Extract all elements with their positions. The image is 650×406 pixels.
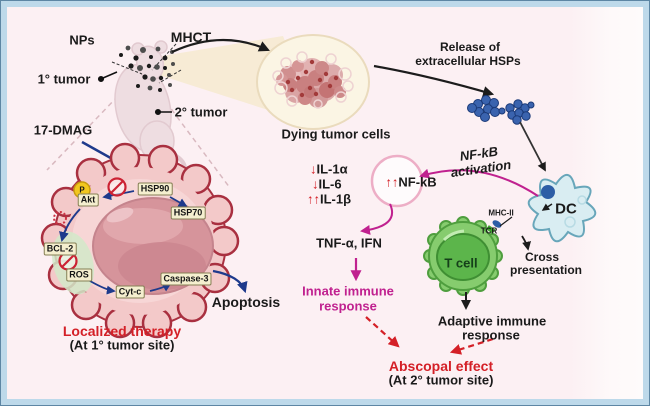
- il1a-text: IL-1α: [316, 161, 348, 177]
- nanoparticles-icon: [111, 43, 182, 92]
- il1a-label: ↓IL-1α: [310, 161, 348, 178]
- ros-badge: ROS: [66, 268, 92, 282]
- mhc-tcr-interface: [486, 216, 513, 234]
- nfkb-text: NF-kB: [398, 174, 437, 190]
- abscopal-label-line1: Abscopal effect: [388, 357, 494, 374]
- localized-label-line1: Localized therapy: [62, 322, 182, 339]
- dc-cell: [527, 174, 597, 243]
- abscopal-label-line2: (At 2° tumor site): [388, 372, 494, 388]
- magnification-cone-lines: [46, 95, 231, 189]
- cross-label-line1: Cross: [524, 250, 560, 265]
- hsp70-badge: HSP70: [170, 206, 206, 220]
- adaptive-label-line2: response: [462, 327, 520, 343]
- secondary-tumor-pointer: [154, 108, 172, 116]
- dying-tumor-cells-circle: [256, 34, 370, 130]
- apoptosis-label: Apoptosis: [211, 293, 281, 310]
- up-arrows-icon: ↑↑: [307, 191, 320, 207]
- primary-tumor-pointer: [97, 71, 118, 83]
- tcr-label: TCR: [480, 226, 498, 236]
- nps-label: NPs: [69, 32, 95, 48]
- primary-tumor-label: 1° tumor: [37, 71, 91, 87]
- dmag-label: 17-DMAG: [33, 122, 93, 138]
- down-arrow-icon: ↓: [312, 176, 319, 192]
- nfkb-to-tnf-arrow: [360, 203, 393, 235]
- caspase3-badge: Caspase-3: [160, 272, 212, 286]
- adaptive-label-line1: Adaptive immune: [437, 313, 547, 329]
- down-arrow-icon: ↓: [310, 161, 317, 177]
- phosphate-label: P: [79, 185, 85, 195]
- hsp-molecules-icon: [467, 95, 535, 125]
- hsp-to-dc-arrow: [519, 121, 546, 172]
- dying-cells-label: Dying tumor cells: [281, 126, 391, 142]
- akt-badge: Akt: [77, 193, 99, 207]
- innate-label-line1: Innate immune: [302, 283, 394, 299]
- dc-label: DC: [555, 200, 577, 218]
- nfkb-activation-arrow: [419, 168, 539, 197]
- bcl2-badge: BCL-2: [43, 242, 77, 256]
- up-arrows-icon: ↑↑: [385, 174, 399, 190]
- il6-label: ↓IL-6: [312, 176, 342, 193]
- mhct-label: MHCT: [170, 28, 212, 45]
- t-cell: [423, 216, 503, 296]
- release-label-line1: Release of: [439, 40, 501, 55]
- t-cell-label: T cell: [444, 255, 478, 271]
- il6-text: IL-6: [318, 176, 342, 192]
- release-arrow: [373, 64, 495, 97]
- secondary-tumor-label: 2° tumor: [174, 104, 228, 120]
- t-cell-nucleus: [436, 233, 490, 281]
- mhc2-label: MHC-II: [488, 208, 514, 218]
- innate-to-abscopal-arrow: [365, 316, 400, 348]
- release-label-line2: extracellular HSPs: [415, 54, 521, 69]
- adaptive-to-abscopal-arrow: [449, 337, 494, 355]
- il1b-label: ↑↑IL-1β: [307, 191, 352, 208]
- dc-nucleus: [541, 185, 555, 199]
- inhibition-icon-hsp90: [107, 177, 127, 197]
- mhct-arrow: [171, 38, 271, 53]
- nfkb-circle: [370, 154, 424, 208]
- cross-label-line2: presentation: [509, 263, 583, 278]
- tumor-cell: [40, 142, 248, 339]
- il1b-text: IL-1β: [320, 191, 352, 207]
- localized-label-line2: (At 1° tumor site): [69, 337, 175, 353]
- cross-presentation-arrow: [521, 235, 531, 251]
- innate-label-line2: response: [319, 298, 377, 314]
- hsp90-badge: HSP90: [137, 182, 173, 196]
- nfkb-level-label: ↑↑NF-kB: [385, 174, 437, 191]
- tnf-ifn-label: TNF-α, IFN: [316, 235, 382, 251]
- cytc-badge: Cyt-c: [115, 285, 145, 299]
